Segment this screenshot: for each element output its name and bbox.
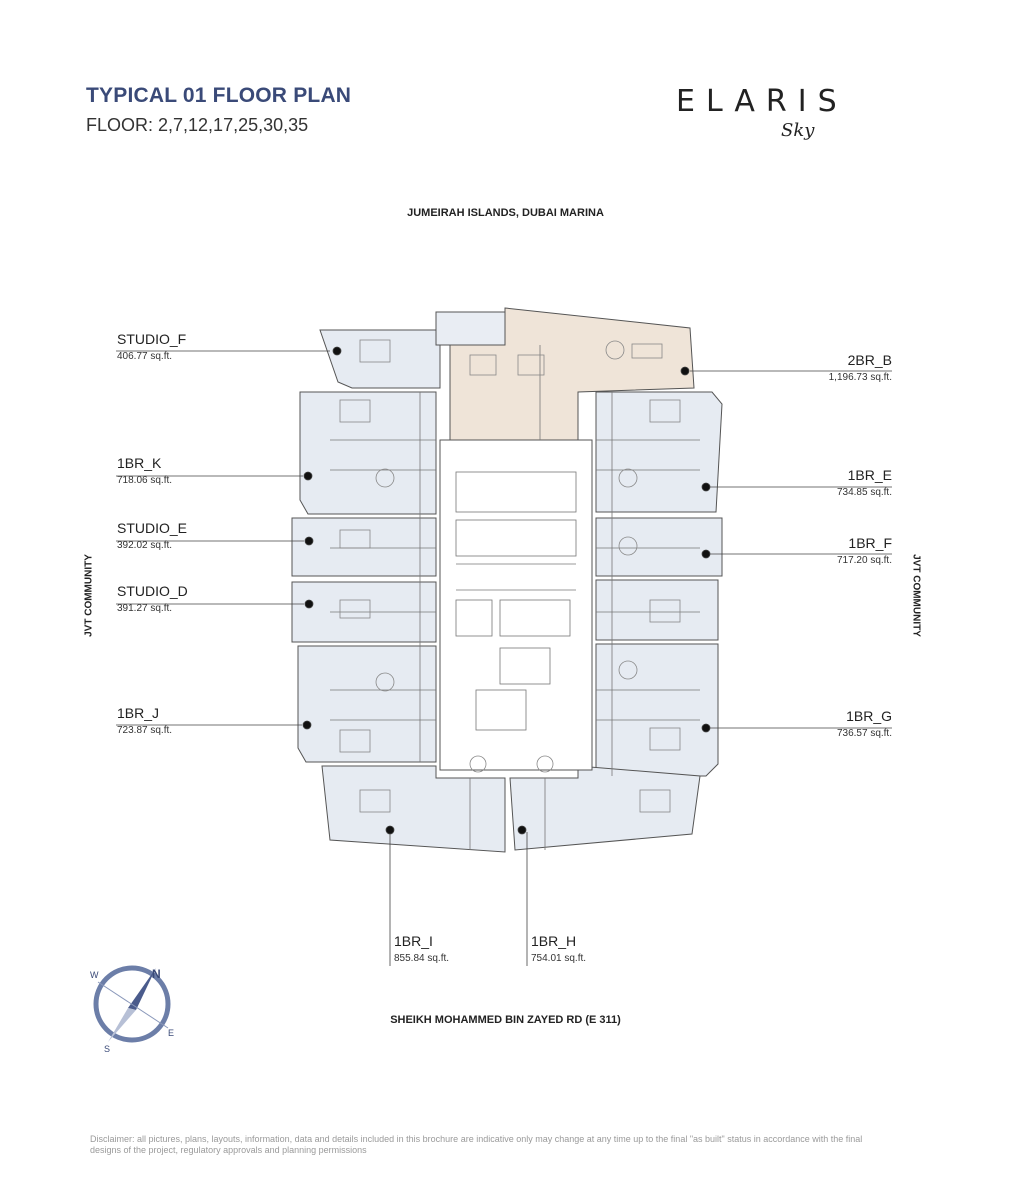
unit-shape-1br-f xyxy=(595,517,723,577)
unit-name: 1BR_I xyxy=(394,933,433,949)
compass-west: W xyxy=(90,970,99,980)
brand-logo: ELARIS Sky xyxy=(676,80,916,150)
unit-name: STUDIO_F xyxy=(117,331,187,347)
unit-name: 1BR_J xyxy=(117,705,160,721)
unit-area: 718.06 sq.ft. xyxy=(117,475,173,486)
unit-area: 855.84 sq.ft. xyxy=(394,953,450,964)
compass-icon: N E S W xyxy=(90,965,174,1054)
unit-name: STUDIO_D xyxy=(117,583,188,599)
unit-name: 1BR_G xyxy=(846,708,892,724)
unit-label-studio-d: STUDIO_D 391.27 sq.ft. xyxy=(117,583,188,614)
unit-shape-1br-h xyxy=(509,765,701,851)
unit-shape-1br-j xyxy=(297,645,437,763)
unit-area: 734.85 sq.ft. xyxy=(836,487,892,498)
unit-shape-1br-i xyxy=(321,765,506,853)
unit-name: 1BR_H xyxy=(531,933,577,949)
unit-label-1br-e: 1BR_E 734.85 sq.ft. xyxy=(792,467,892,498)
unit-shape-1br-g xyxy=(595,643,719,777)
core-shape xyxy=(439,439,593,771)
unit-name: 2BR_B xyxy=(847,352,892,368)
unit-area: 736.57 sq.ft. xyxy=(836,728,892,739)
page-title: TYPICAL 01 FLOOR PLAN xyxy=(86,84,352,107)
unit-area: 1,196.73 sq.ft. xyxy=(828,372,892,383)
unit-name: 1BR_E xyxy=(847,467,892,483)
unit-name: 1BR_F xyxy=(848,535,892,551)
unit-label-1br-k: 1BR_K 718.06 sq.ft. xyxy=(117,455,172,486)
compass-east: E xyxy=(168,1028,174,1038)
unit-name: STUDIO_E xyxy=(117,520,188,536)
unit-label-1br-g: 1BR_G 736.57 sq.ft. xyxy=(792,708,892,739)
unit-area: 406.77 sq.ft. xyxy=(117,351,173,362)
unit-shape-1br-e xyxy=(595,391,723,513)
unit-area: 754.01 sq.ft. xyxy=(531,953,587,964)
unit-label-1br-j: 1BR_J 723.87 sq.ft. xyxy=(117,705,172,736)
unit-area: 723.87 sq.ft. xyxy=(117,725,173,736)
unit-shape-studio-f xyxy=(319,329,441,389)
unit-shape-studio-e xyxy=(291,517,437,577)
road-label-top: JUMEIRAH ISLANDS, DUBAI MARINA xyxy=(407,207,604,219)
unit-shape-right-mid xyxy=(595,579,719,641)
unit-shape-1br-k xyxy=(299,391,437,515)
unit-label-1br-i: 1BR_I 855.84 sq.ft. xyxy=(394,933,449,964)
unit-area: 391.27 sq.ft. xyxy=(117,603,173,614)
unit-label-2br-b: 2BR_B 1,196.73 sq.ft. xyxy=(792,352,892,383)
unit-name: 1BR_K xyxy=(117,455,162,471)
road-label-bottom: SHEIKH MOHAMMED BIN ZAYED RD (E 311) xyxy=(390,1014,621,1026)
compass-south: S xyxy=(104,1044,110,1054)
unit-label-1br-f: 1BR_F 717.20 sq.ft. xyxy=(792,535,892,566)
unit-shape-balcony-top xyxy=(435,311,506,346)
floor-list: FLOOR: 2,7,12,17,25,30,35 xyxy=(86,115,309,135)
logo-wordmark: ELARIS xyxy=(676,84,848,119)
unit-area: 717.20 sq.ft. xyxy=(836,555,892,566)
unit-label-1br-h: 1BR_H 754.01 sq.ft. xyxy=(531,933,586,964)
logo-script: Sky xyxy=(781,120,815,141)
unit-label-studio-f: STUDIO_F 406.77 sq.ft. xyxy=(117,331,186,362)
unit-area: 392.02 sq.ft. xyxy=(117,540,173,551)
unit-label-studio-e: STUDIO_E 392.02 sq.ft. xyxy=(117,520,187,551)
disclaimer-text: Disclaimer: all pictures, plans, layouts… xyxy=(90,1134,863,1155)
compass-north: N xyxy=(152,967,161,981)
